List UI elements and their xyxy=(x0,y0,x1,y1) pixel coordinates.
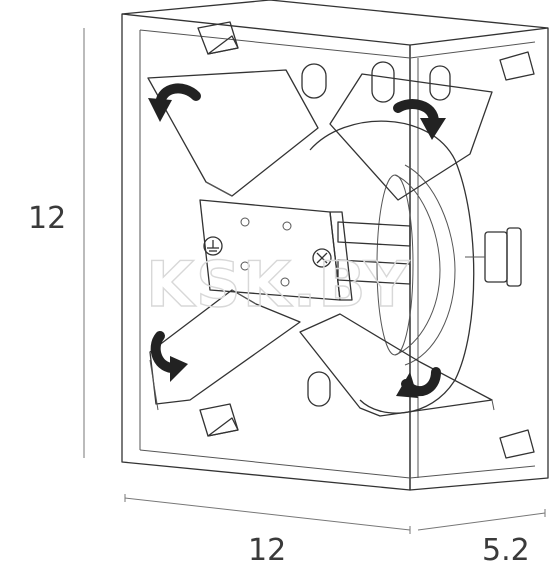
width-dimension-line xyxy=(124,497,411,531)
width-label: 12 xyxy=(248,533,286,568)
rotate-arrow-icon-top-right xyxy=(393,99,446,140)
rotate-arrow-icon-bottom-right xyxy=(396,367,441,398)
height-label: 12 xyxy=(28,201,66,236)
watermark-text: KSK.BY xyxy=(146,248,411,321)
mounting-slots xyxy=(301,61,451,407)
corner-clips xyxy=(197,21,535,459)
box-outline xyxy=(121,0,549,491)
depth-dimension-line xyxy=(417,512,546,531)
rotate-arrow-icon-top-left xyxy=(148,83,201,122)
connector-rods xyxy=(337,221,411,285)
screw-icon xyxy=(312,248,332,268)
rotate-arrow-icon-bottom-left xyxy=(150,331,188,382)
ground-symbol-icon xyxy=(203,236,223,256)
terminal-plate xyxy=(199,199,353,301)
depth-label: 5.2 xyxy=(482,533,530,568)
x-bracket xyxy=(147,69,495,417)
